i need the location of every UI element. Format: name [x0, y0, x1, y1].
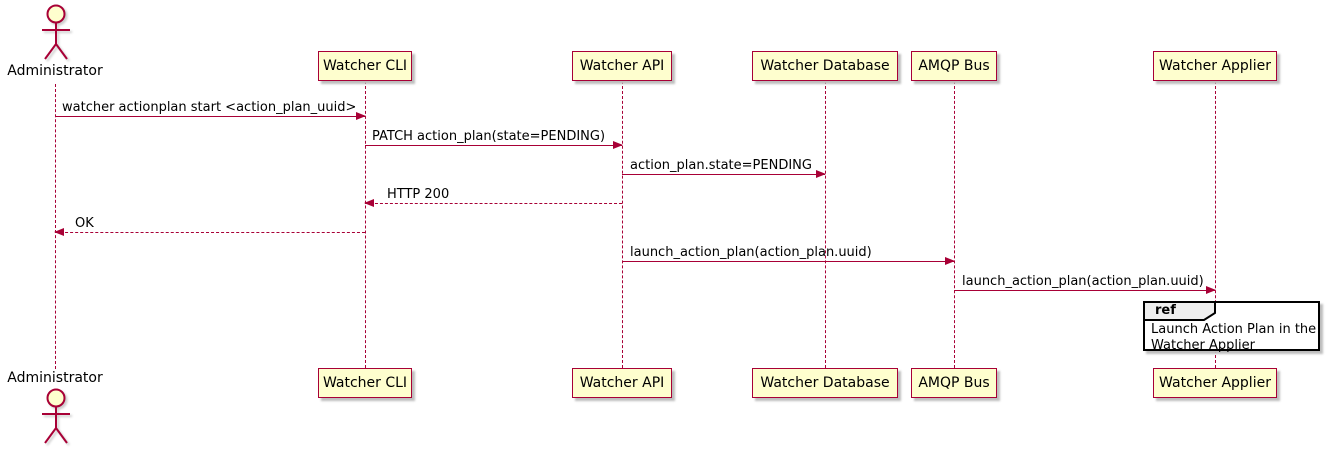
message-label: PATCH action_plan(state=PENDING) [372, 129, 606, 144]
ref-text-line1: Launch Action Plan in the [1151, 322, 1317, 337]
message-3: action_plan.state=PENDING [622, 158, 826, 178]
participant-top-watcher-api: Watcher API [572, 51, 672, 81]
lifeline-watcher-database [825, 81, 826, 368]
message-arrow [365, 141, 623, 149]
message-arrow [55, 112, 366, 120]
message-arrow [364, 199, 622, 207]
message-label: launch_action_plan(action_plan.uuid) [962, 274, 1204, 289]
participant-label: Watcher CLI [322, 375, 408, 391]
message-label: HTTP 200 [387, 187, 450, 202]
ref-keyword-tab: ref [1143, 301, 1216, 321]
message-arrow [622, 257, 955, 265]
participant-top-watcher-cli: Watcher CLI [318, 51, 412, 81]
actor-label-bottom: Administrator [7, 370, 103, 386]
participant-top-amqp-bus: AMQP Bus [911, 51, 997, 81]
participant-label: Watcher Applier [1159, 58, 1271, 74]
message-7: launch_action_plan(action_plan.uuid) [954, 274, 1216, 294]
participant-label: AMQP Bus [918, 58, 990, 74]
participant-label: Watcher Applier [1159, 375, 1271, 391]
message-label: action_plan.state=PENDING [630, 158, 812, 173]
message-arrow [954, 286, 1216, 294]
actor-figure-icon [42, 388, 70, 444]
message-1: watcher actionplan start <action_plan_uu… [55, 100, 366, 120]
message-label: watcher actionplan start <action_plan_uu… [62, 100, 357, 115]
message-2: PATCH action_plan(state=PENDING) [365, 129, 623, 149]
participant-bottom-watcher-database: Watcher Database [752, 368, 898, 398]
lifeline-amqp-bus [954, 81, 955, 368]
participant-label: Watcher CLI [322, 58, 408, 74]
ref-pentagon-icon [1143, 301, 1216, 321]
participant-label: Watcher Database [760, 58, 890, 74]
participant-bottom-watcher-applier: Watcher Applier [1153, 368, 1277, 398]
participant-label: Watcher Database [760, 375, 890, 391]
message-label: OK [75, 216, 94, 231]
message-5: OK [54, 216, 365, 236]
participant-label: AMQP Bus [918, 375, 990, 391]
lifeline-administrator [55, 84, 56, 369]
actor-figure-icon [42, 4, 70, 60]
ref-keyword: ref [1155, 303, 1176, 318]
participant-top-watcher-database: Watcher Database [752, 51, 898, 81]
message-4: HTTP 200 [364, 187, 622, 207]
ref-text-line2: Watcher Applier [1151, 338, 1255, 353]
actor-label-top: Administrator [7, 63, 103, 79]
message-label: launch_action_plan(action_plan.uuid) [630, 245, 872, 260]
participant-label: Watcher API [579, 58, 665, 74]
lifeline-watcher-applier [1215, 81, 1216, 368]
participant-top-watcher-applier: Watcher Applier [1153, 51, 1277, 81]
ref-fragment: ref Launch Action Plan in the Watcher Ap… [1143, 301, 1320, 353]
participant-bottom-amqp-bus: AMQP Bus [911, 368, 997, 398]
participant-bottom-watcher-cli: Watcher CLI [318, 368, 412, 398]
participant-bottom-watcher-api: Watcher API [572, 368, 672, 398]
message-arrow [54, 228, 365, 236]
message-arrow [622, 170, 826, 178]
lifeline-watcher-api [622, 81, 623, 368]
participant-label: Watcher API [579, 375, 665, 391]
lifeline-watcher-cli [365, 81, 366, 368]
message-6: launch_action_plan(action_plan.uuid) [622, 245, 955, 265]
